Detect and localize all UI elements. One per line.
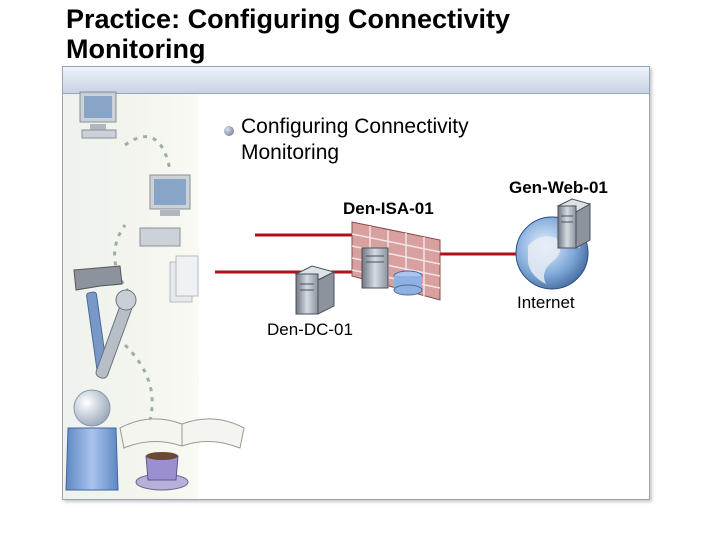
open-book-icon	[119, 418, 245, 449]
person-icon	[65, 389, 119, 491]
dotted-arc-decoration	[124, 135, 172, 171]
frame-header-bar	[63, 67, 649, 94]
coffee-cup-icon	[135, 452, 189, 491]
domain-controller-server-icon	[294, 265, 336, 315]
web-server-icon	[556, 198, 592, 249]
slide-title-line-2: Monitoring	[66, 34, 206, 64]
slide-title-line-1: Practice: Configuring Connectivity	[66, 4, 511, 34]
gen-web-label: Gen-Web-01	[509, 178, 608, 197]
computer-icon	[139, 174, 191, 247]
bullet-icon	[224, 126, 234, 136]
bullet-line-2: Monitoring	[241, 141, 340, 164]
database-icon	[393, 270, 423, 296]
wrench-icon	[95, 289, 137, 379]
dotted-arc-decoration	[123, 343, 154, 421]
isa-server-icon	[361, 247, 389, 289]
bullet-text: Configuring Connectivity Monitoring	[241, 114, 469, 166]
dotted-arc-decoration	[113, 224, 137, 301]
slide-title: Practice: Configuring Connectivity Monit…	[66, 4, 510, 64]
document-pages-icon	[169, 255, 199, 303]
bullet-line-1: Configuring Connectivity	[241, 115, 469, 138]
computer-icon	[79, 91, 117, 139]
den-dc-label: Den-DC-01	[267, 320, 353, 339]
den-isa-label: Den-ISA-01	[343, 199, 434, 218]
internet-label: Internet	[517, 293, 575, 312]
